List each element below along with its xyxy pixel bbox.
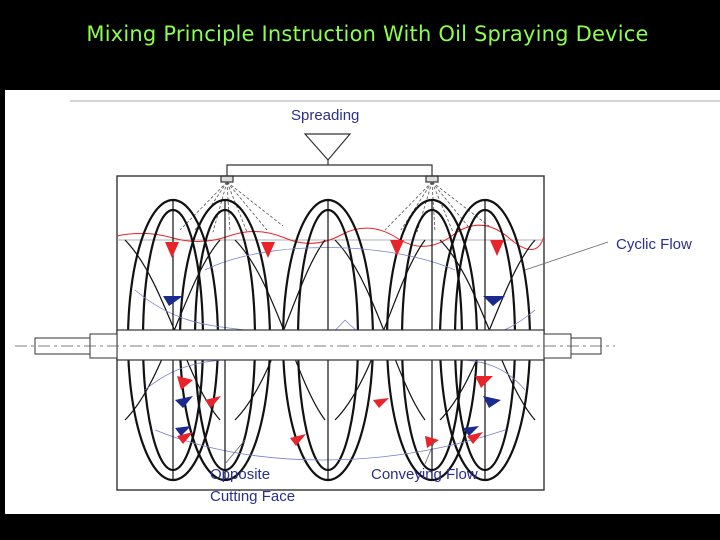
spray-fan-right [384,181,490,233]
spray-fan-left [179,181,284,233]
mixer-diagram [15,100,720,491]
spray-pipe [220,133,439,183]
label-spreading: Spreading [291,107,360,124]
label-opposite-line2: Cutting Face [210,488,296,505]
shaft [15,329,615,361]
slide-title: Mixing Principle Instruction With Oil Sp… [86,22,649,46]
label-conveying-flow: Conveying Flow [371,466,478,483]
red-arrows [165,240,504,448]
blue-arrows [163,296,505,436]
diagram-panel: Spreading Cyclic Flow Opposite Cutting F… [5,90,720,514]
label-opposite-line1: Opposite [210,466,271,483]
label-cyclic-flow: Cyclic Flow [616,236,692,253]
label-pointers [224,241,609,465]
